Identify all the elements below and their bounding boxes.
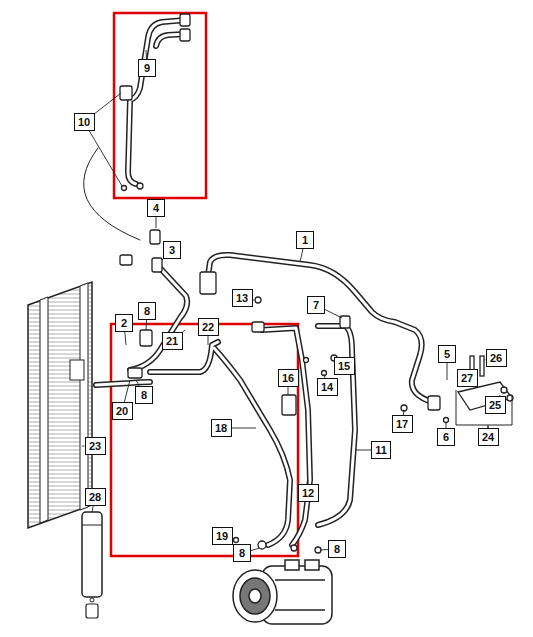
callout-box: 8: [328, 540, 346, 558]
leader-line: [124, 380, 130, 402]
leader-line: [208, 336, 209, 345]
callout-number: 22: [202, 322, 214, 333]
callout-number: 14: [321, 382, 333, 393]
callout-box: 8: [233, 544, 251, 562]
callout-box: 23: [85, 437, 106, 455]
leader-line: [146, 320, 148, 330]
highlight-frame: [114, 13, 206, 198]
callout-box: 16: [278, 369, 299, 387]
ac-compressor: [233, 560, 332, 624]
callout-number: 20: [116, 406, 128, 417]
callout-box: 6: [437, 428, 455, 446]
callout-number: 8: [144, 306, 150, 317]
callout-number: 27: [461, 373, 473, 384]
leader-line: [162, 259, 163, 260]
callout-number: 15: [338, 361, 350, 372]
callout-number: 28: [89, 492, 101, 503]
callout-number: 17: [396, 419, 408, 430]
callout-number: 24: [482, 432, 494, 443]
callout-box: 13: [232, 289, 253, 307]
callout-number: 25: [489, 400, 501, 411]
leader-line: [125, 332, 126, 345]
leader-lines: [82, 50, 500, 551]
callout-number: 1: [302, 235, 308, 246]
callout-number: 2: [121, 318, 127, 329]
callout-box: 12: [298, 484, 319, 502]
callout-box: 9: [138, 59, 156, 77]
callout-box: 24: [478, 428, 499, 446]
callout-number: 10: [78, 117, 90, 128]
callout-box: 5: [438, 345, 456, 363]
leader-line: [92, 506, 93, 512]
callout-box: 28: [85, 488, 106, 506]
callout-number: 8: [334, 544, 340, 555]
leader-line: [232, 428, 257, 429]
callout-box: 3: [163, 241, 181, 259]
callout-number: 5: [444, 349, 450, 360]
callout-box: 21: [162, 332, 183, 350]
callout-number: 6: [443, 432, 449, 443]
leader-line: [146, 50, 148, 59]
callout-box: 26: [486, 349, 507, 367]
callout-box: 25: [485, 396, 506, 414]
callout-number: 7: [313, 300, 319, 311]
callout-number: 9: [144, 63, 150, 74]
dryer-cartridge: [82, 512, 102, 618]
callout-number: 19: [216, 531, 228, 542]
callout-box: 2: [115, 314, 133, 332]
leader-line: [95, 93, 122, 114]
leader-line: [89, 131, 122, 186]
leader-line: [325, 310, 342, 319]
callout-number: 13: [236, 293, 248, 304]
callout-number: 8: [141, 390, 147, 401]
leader-line: [251, 548, 260, 551]
callout-number: 8: [239, 548, 245, 559]
callout-box: 10: [74, 113, 95, 131]
leader-line: [300, 249, 303, 262]
leader-line: [183, 330, 186, 332]
callout-number: 23: [89, 441, 101, 452]
callout-box: 11: [371, 441, 391, 459]
callout-number: 16: [282, 373, 294, 384]
leader-line: [288, 387, 289, 395]
highlight-frame: [111, 324, 298, 556]
callout-number: 3: [169, 245, 175, 256]
leader-line: [320, 549, 328, 550]
callout-box: 8: [138, 302, 156, 320]
callout-number: 21: [166, 336, 178, 347]
callout-number: 26: [490, 353, 502, 364]
callout-box: 8: [135, 386, 153, 404]
callout-number: 18: [215, 423, 227, 434]
fittings: [120, 14, 449, 553]
callout-box: 15: [334, 357, 355, 375]
leader-line: [156, 217, 157, 228]
callout-number: 12: [302, 488, 314, 499]
callout-box: 14: [317, 378, 338, 396]
callout-box: 20: [112, 402, 133, 420]
leader-line: [355, 450, 371, 451]
callout-box: 1: [296, 231, 314, 249]
callout-box: 4: [147, 199, 165, 217]
callout-box: 19: [212, 527, 233, 545]
callout-number: 11: [375, 445, 387, 456]
callout-box: 18: [211, 419, 232, 437]
callout-box: 27: [457, 369, 478, 387]
leader-line: [447, 363, 448, 380]
leader-line: [233, 539, 235, 541]
callout-box: 7: [307, 296, 325, 314]
callout-box: 22: [198, 318, 219, 336]
callout-box: 17: [392, 415, 413, 433]
condenser: [28, 282, 92, 528]
leader-line: [253, 299, 255, 300]
refrigerant-lines: [84, 20, 432, 545]
callout-number: 4: [153, 203, 159, 214]
